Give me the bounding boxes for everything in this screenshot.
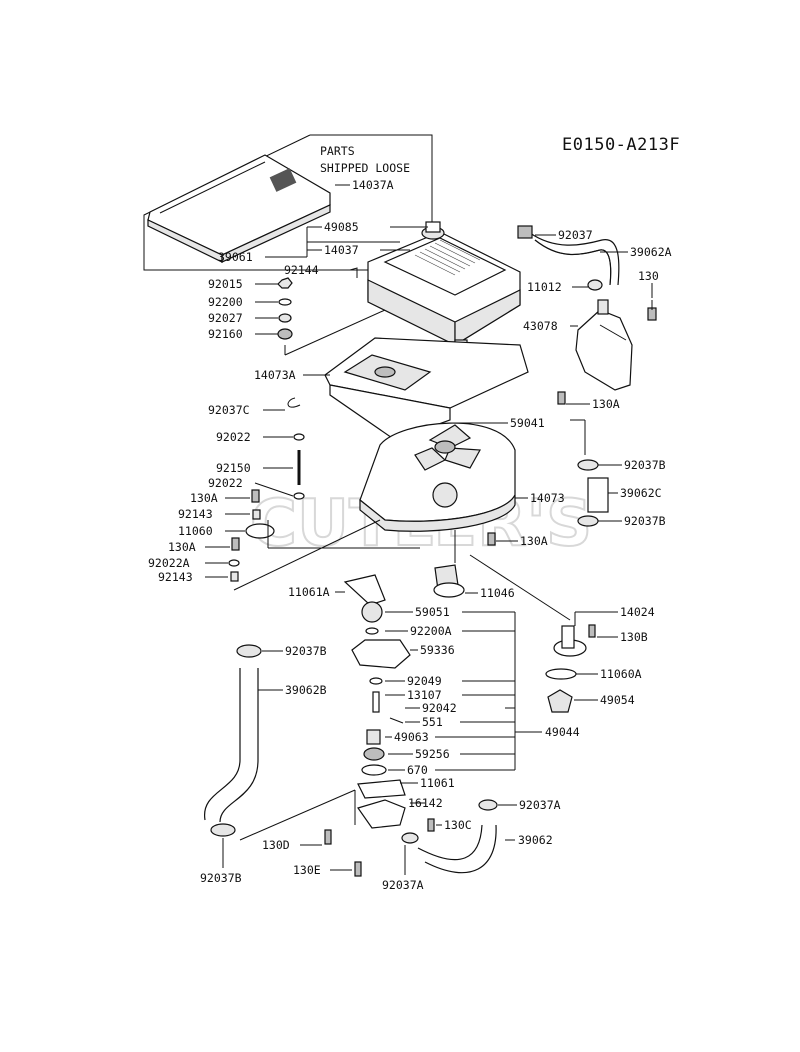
label-92144: 92144 [284,263,319,277]
label-670: 670 [407,763,428,777]
label-92015: 92015 [208,277,243,291]
label-16142: 16142 [408,796,443,810]
label-59256: 59256 [415,747,450,761]
label-49085: 49085 [324,220,359,234]
label-13107: 13107 [407,688,442,702]
label-11060A: 11060A [600,667,642,681]
shroud-upper-shape [324,337,529,441]
diagram-code: E0150-A213F [562,135,680,155]
label-130-top: 130 [638,269,659,283]
label-14037A: 14037A [352,178,394,192]
radiator-shape [367,221,521,356]
bolt-130-shape [647,300,657,321]
label-92037B-b: 92037B [200,871,242,885]
label-43078: 43078 [523,319,558,333]
label-92037C: 92037C [208,403,250,417]
label-14073: 14073 [530,491,565,505]
label-92022A: 92022A [148,556,190,570]
label-39062C: 39062C [620,486,662,500]
label-14024: 14024 [620,605,655,619]
hose-39062b-shape [204,644,262,837]
leader-lines [205,184,653,875]
label-130E: 130E [293,863,321,877]
label-49063: 49063 [394,730,429,744]
label-49044: 49044 [545,725,580,739]
label-39062A: 39062A [630,245,672,259]
label-92143-2: 92143 [158,570,193,584]
label-92150: 92150 [216,461,251,475]
hose-39062-shape [401,799,498,874]
label-11012: 11012 [527,280,562,294]
label-92037B-r2: 92037B [624,514,666,528]
label-92037A-r: 92037A [519,798,561,812]
label-92037A-b: 92037A [382,878,424,892]
callout-labels: 14037A 49085 39061 14037 92144 92037 390… [148,178,672,892]
label-130A-c: 130A [520,534,548,548]
label-92200A: 92200A [410,624,452,638]
label-130A-l2: 130A [168,540,196,554]
label-59041: 59041 [510,416,545,430]
label-39062B: 39062B [285,683,327,697]
note-line-2: SHIPPED LOOSE [320,161,410,175]
label-11061: 11061 [420,776,455,790]
label-39061: 39061 [218,250,253,264]
label-130C: 130C [444,818,472,832]
clamp-92037-shape [517,225,533,239]
label-130B: 130B [620,630,648,644]
label-92022-1: 92022 [216,430,251,444]
label-11061A: 11061A [288,585,330,599]
note-line-1: PARTS [320,144,355,158]
reservoir-tank-shape [575,279,633,391]
label-92022-2: 92022 [208,476,243,490]
label-14037: 14037 [324,243,359,257]
label-49054: 49054 [600,693,635,707]
label-11046: 11046 [480,586,515,600]
label-92037B-l: 92037B [285,644,327,658]
parts-shipped-loose-box: PARTS SHIPPED LOOSE [143,134,433,271]
label-130A-r1: 130A [592,397,620,411]
label-59051: 59051 [415,605,450,619]
label-92200: 92200 [208,295,243,309]
air-filter-cover-shape [147,154,331,263]
label-92049: 92049 [407,674,442,688]
label-92042: 92042 [422,701,457,715]
label-551: 551 [422,715,443,729]
fan-shroud-shape [359,422,516,532]
label-92143-1: 92143 [178,507,213,521]
water-pump-shapes [324,564,596,877]
label-59336: 59336 [420,643,455,657]
label-92037-top: 92037 [558,228,593,242]
label-92160: 92160 [208,327,243,341]
label-92037B-r1: 92037B [624,458,666,472]
label-11060: 11060 [178,524,213,538]
small-hardware-shapes [228,267,609,582]
fan-shape [414,424,481,471]
label-130A-l1: 130A [190,491,218,505]
label-39062: 39062 [518,833,553,847]
label-14073A: 14073A [254,368,296,382]
label-130D: 130D [262,838,290,852]
label-92027: 92027 [208,311,243,325]
